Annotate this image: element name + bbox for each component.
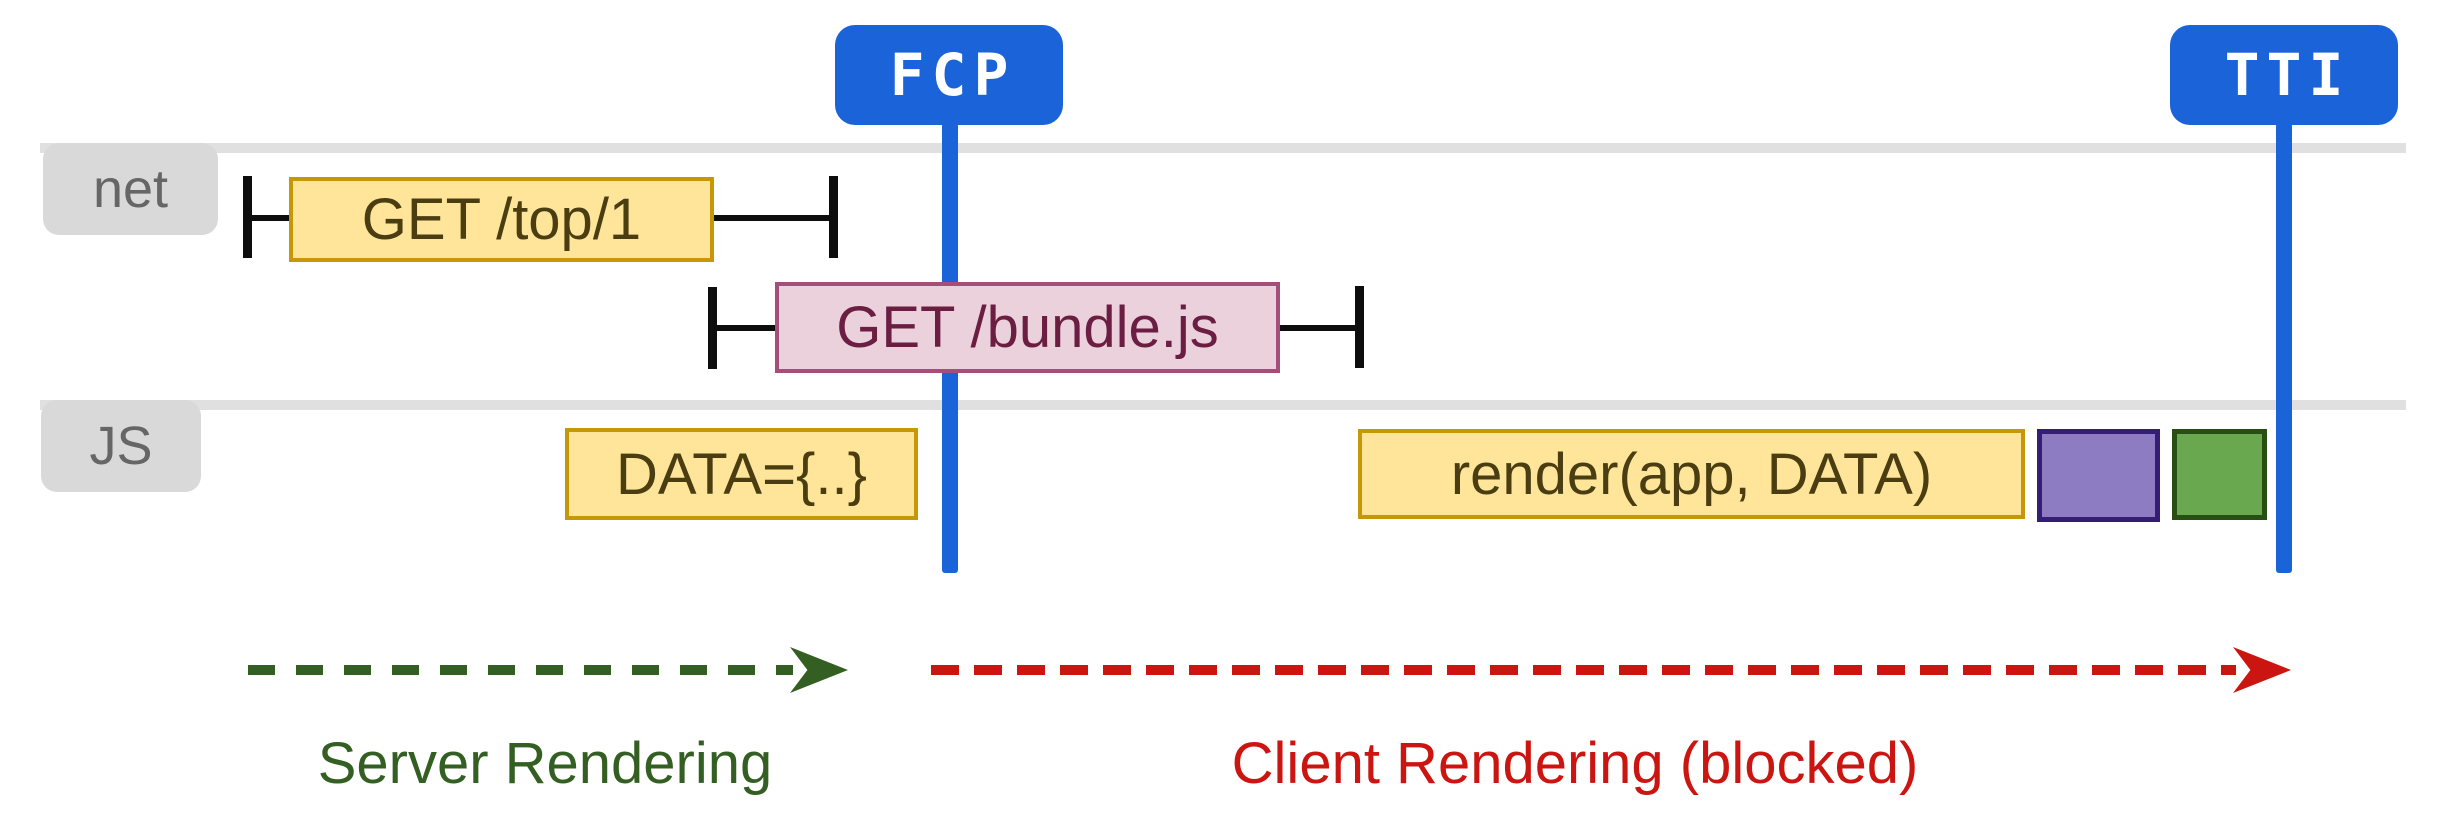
request-bundle-end-connector [1278,325,1358,331]
js-track-label: JS [41,400,201,492]
client-arrowhead-icon [2233,647,2291,693]
request-top-end-tick [829,176,838,258]
tti-badge: TTI [2170,25,2398,125]
js-task-data-box: DATA={..} [565,428,918,520]
js-track-line [40,400,2406,410]
request-top-start-tick [243,176,252,258]
request-bundle-label: GET /bundle.js [836,295,1219,360]
request-bundle-start-connector [717,325,777,331]
client-rendering-label: Client Rendering (blocked) [1231,731,1919,796]
server-rendering-arrow-line [248,665,793,675]
net-track-label: net [43,143,218,235]
net-track-label-text: net [92,159,169,219]
request-top-start-connector [252,215,292,221]
request-bundle-end-tick [1355,286,1364,368]
tti-badge-label: TTI [2224,41,2351,109]
request-bundle-start-tick [708,287,717,369]
request-bundle-box: GET /bundle.js [775,282,1280,373]
js-task-render-label: render(app, DATA) [1450,441,1933,507]
fcp-badge: FCP [835,25,1063,125]
server-rendering-label: Server Rendering [317,731,773,796]
client-rendering-arrow-line [931,665,2236,675]
fcp-badge-label: FCP [889,41,1016,109]
request-top-box: GET /top/1 [289,177,714,262]
js-task-data-label: DATA={..} [616,441,867,507]
tti-marker-line [2276,123,2292,573]
js-task-render-box: render(app, DATA) [1358,429,2025,519]
request-top-label: GET /top/1 [361,187,642,252]
request-top-end-connector [712,215,832,221]
server-arrowhead-icon [790,647,848,693]
js-task-box-green [2172,429,2267,520]
js-track-label-text: JS [89,416,153,476]
net-track-line [40,143,2406,153]
js-task-box-purple [2037,429,2160,522]
